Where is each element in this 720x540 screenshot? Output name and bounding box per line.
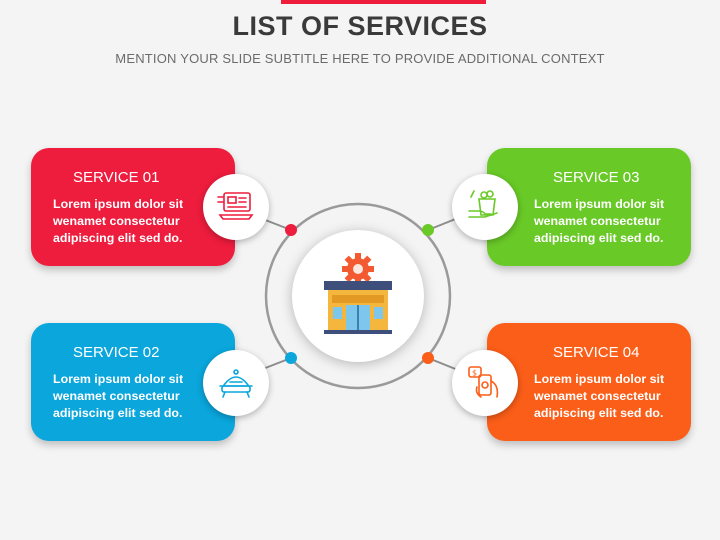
slide-subtitle: MENTION YOUR SLIDE SUBTITLE HERE TO PROV… — [115, 51, 605, 66]
outer-ring — [264, 202, 452, 390]
service-02-badge — [203, 350, 269, 416]
service-title: SERVICE 04 — [553, 344, 640, 361]
laptop-screen-icon — [217, 192, 254, 220]
connector-dot-2 — [285, 352, 297, 364]
service-03-badge — [452, 174, 518, 240]
hand-grocery-bag-icon — [468, 190, 498, 218]
service-04-badge: $ — [452, 350, 518, 416]
service-01-badge — [203, 174, 269, 240]
hand-mobile-payment-icon: $ — [468, 366, 499, 398]
connector-dot-4 — [422, 352, 434, 364]
connector-dot-1 — [285, 224, 297, 236]
store-gear-icon — [324, 253, 392, 334]
slide-title: LIST OF SERVICES — [232, 11, 488, 41]
service-title: SERVICE 03 — [553, 169, 640, 186]
service-title: SERVICE 01 — [73, 169, 160, 186]
top-accent-bar — [281, 0, 486, 4]
connector-dot-3 — [422, 224, 434, 236]
svg-text:$: $ — [472, 369, 477, 378]
food-tray-cloche-icon — [219, 369, 253, 398]
service-title: SERVICE 02 — [73, 344, 160, 361]
